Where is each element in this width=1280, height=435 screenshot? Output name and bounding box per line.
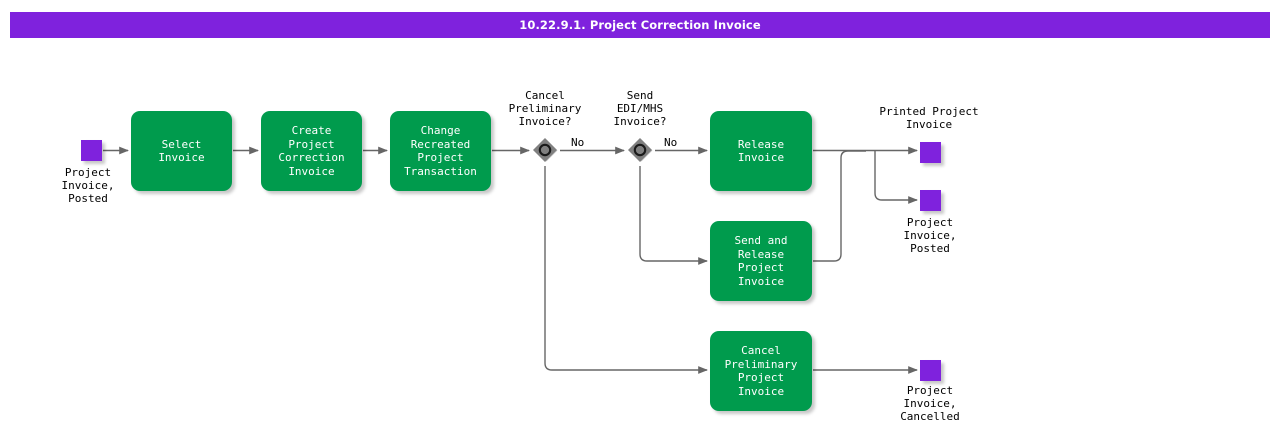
task-cancel-preliminary-project-invoice[interactable]: Cancel Preliminary Project Invoice — [710, 331, 812, 411]
edge-label-no-gateway1: No — [571, 136, 585, 149]
task-create-project-correction-invoice-label: Create Project Correction Invoice — [278, 124, 345, 178]
end-event-project-invoice-posted[interactable] — [920, 190, 941, 211]
gateway-send-edi-mhs-invoice-label: Send EDI/MHS Invoice? — [613, 89, 667, 128]
decision-diamond-icon — [533, 138, 558, 162]
task-cancel-preliminary-project-invoice-label: Cancel Preliminary Project Invoice — [724, 344, 798, 398]
edge-label-no-gateway2: No — [664, 136, 678, 149]
start-event-label: Project Invoice, Posted — [61, 166, 115, 205]
decision-diamond-icon — [628, 138, 653, 162]
task-release-invoice-label: Release Invoice — [737, 137, 785, 165]
page-title: 10.22.9.1. Project Correction Invoice — [519, 18, 761, 32]
start-event-project-invoice-posted[interactable] — [81, 140, 102, 161]
task-send-and-release-project-invoice-label: Send and Release Project Invoice — [734, 234, 788, 288]
task-select-invoice[interactable]: Select Invoice — [131, 111, 232, 191]
task-send-and-release-project-invoice[interactable]: Send and Release Project Invoice — [710, 221, 812, 301]
edge-send-release-to-join — [813, 150, 866, 262]
edge-release-to-posted-invoice — [874, 151, 918, 204]
end-event-project-invoice-cancelled-label: Project Invoice, Cancelled — [900, 384, 960, 423]
end-event-printed-project-invoice[interactable] — [920, 142, 941, 163]
task-create-project-correction-invoice[interactable]: Create Project Correction Invoice — [261, 111, 362, 191]
end-event-project-invoice-posted-label: Project Invoice, Posted — [903, 216, 957, 255]
task-change-recreated-project-transaction[interactable]: Change Recreated Project Transaction — [390, 111, 491, 191]
end-event-printed-project-invoice-label: Printed Project Invoice — [879, 105, 979, 131]
gateway-send-edi-mhs-invoice[interactable] — [627, 137, 653, 163]
edge-gateway2-to-send-release — [639, 166, 708, 265]
task-release-invoice[interactable]: Release Invoice — [710, 111, 812, 191]
page-title-bar: 10.22.9.1. Project Correction Invoice — [10, 12, 1270, 38]
task-select-invoice-label: Select Invoice — [158, 137, 205, 165]
edge-gateway1-to-cancel — [544, 166, 708, 374]
gateway-cancel-preliminary-invoice-label: Cancel Preliminary Invoice? — [508, 89, 582, 128]
gateway-cancel-preliminary-invoice[interactable] — [532, 137, 558, 163]
end-event-project-invoice-cancelled[interactable] — [920, 360, 941, 381]
task-change-recreated-project-transaction-label: Change Recreated Project Transaction — [404, 124, 477, 178]
